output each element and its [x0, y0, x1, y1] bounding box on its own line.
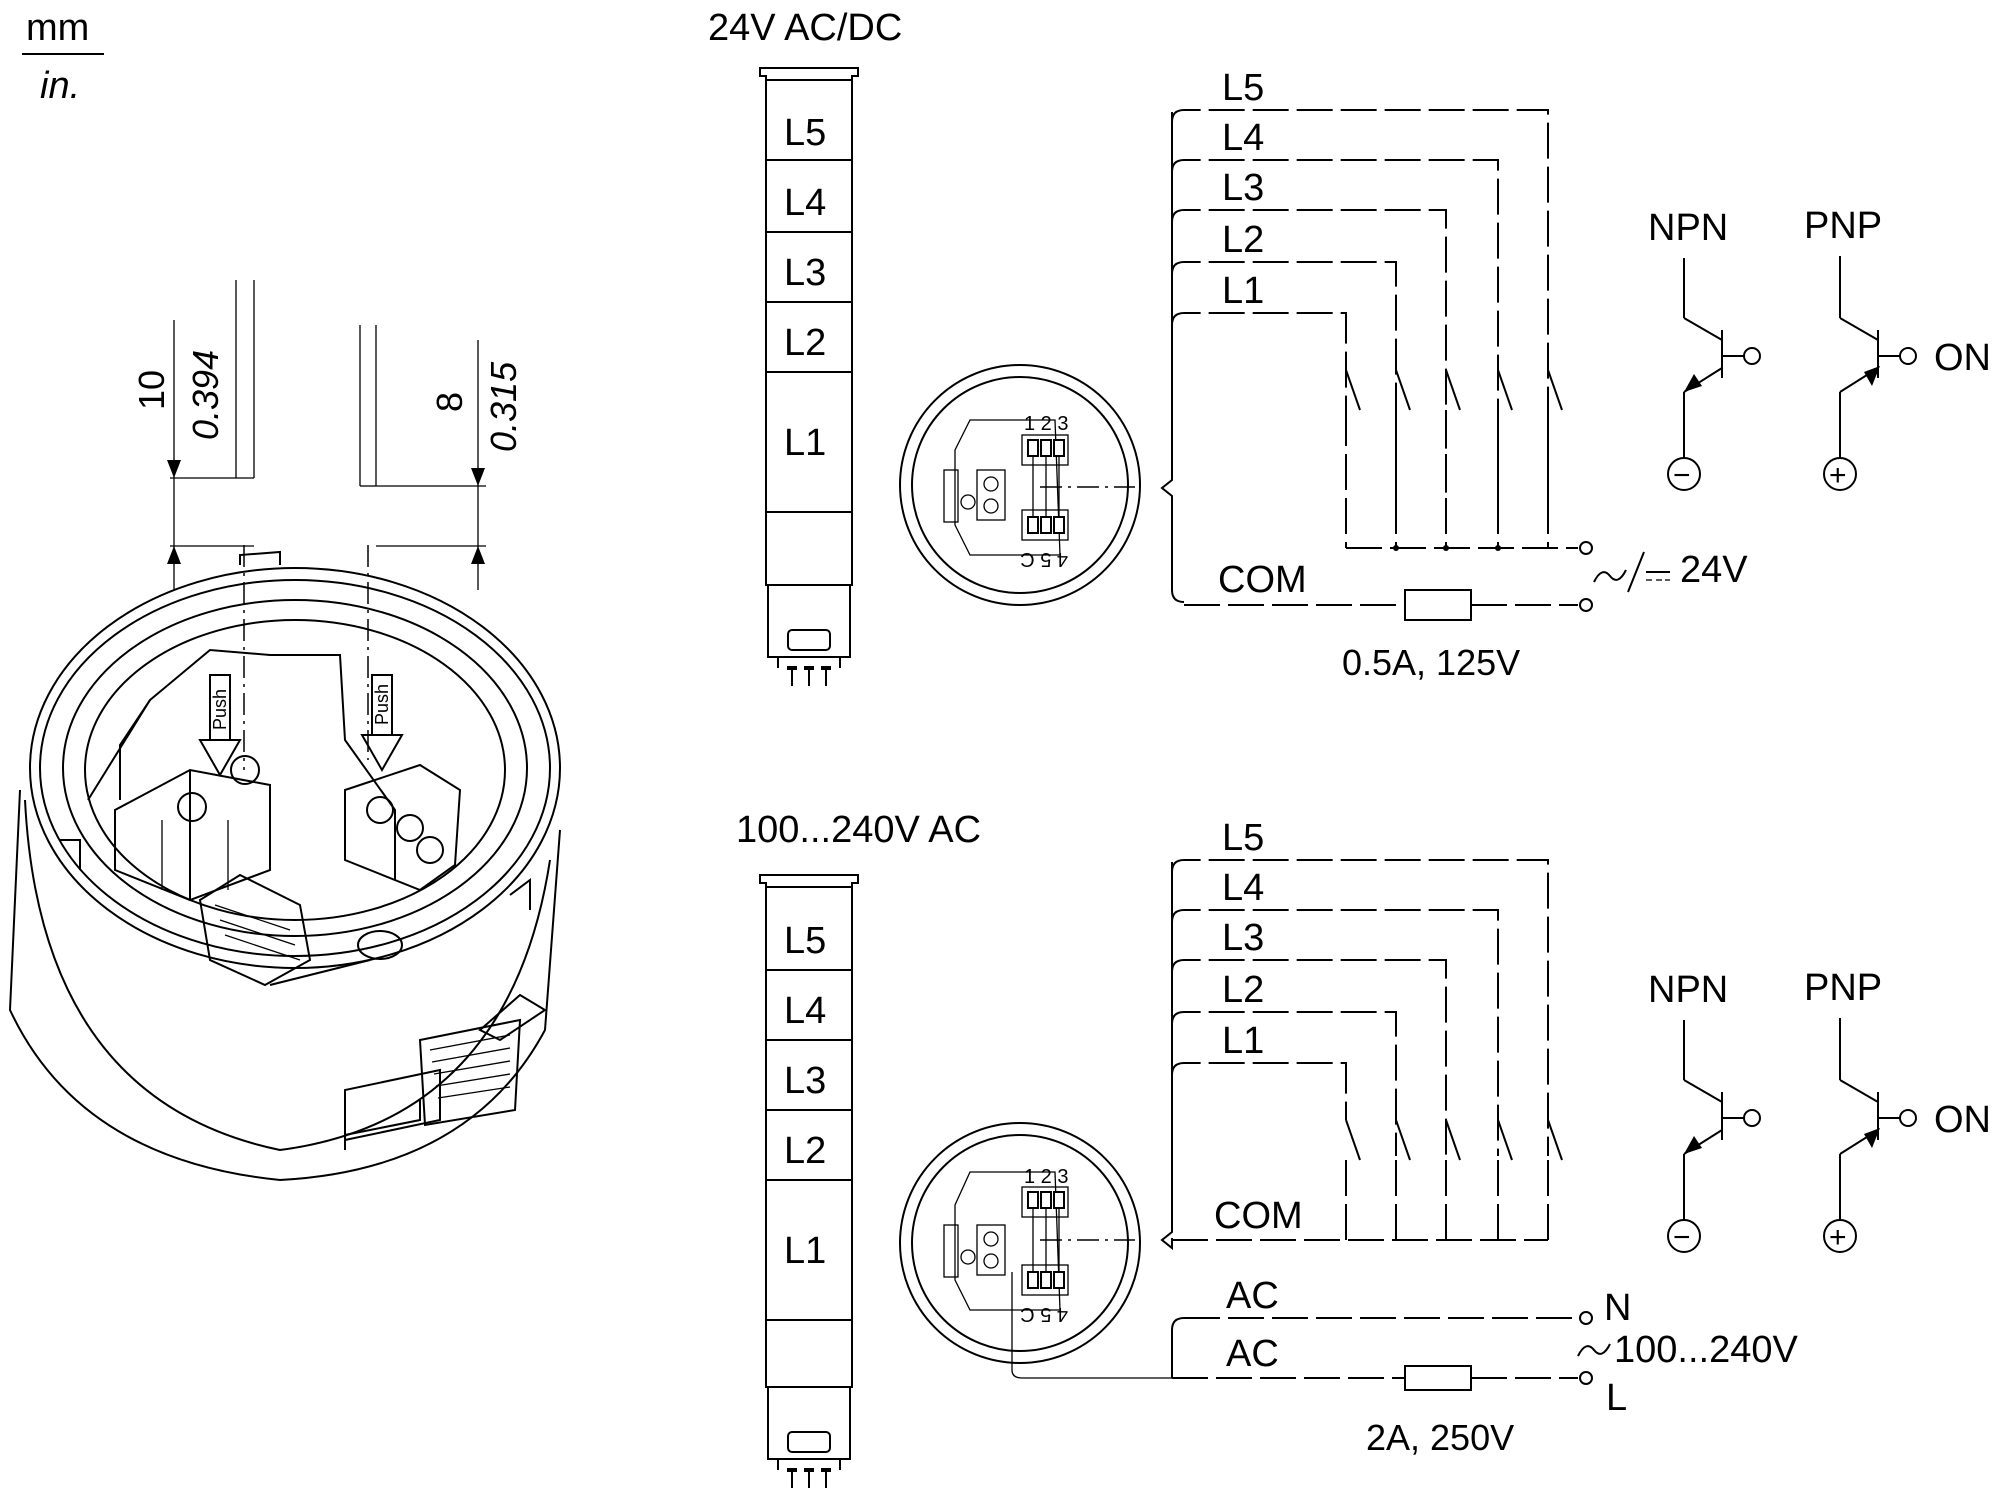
tower-ac-layer-l1: L1 [784, 1230, 826, 1272]
pnp-symbol-24v: PNP + ON [1804, 205, 1991, 492]
pnp-symbol-ac: PNP + ON [1804, 967, 1991, 1254]
pnp-ac-plus: + [1829, 1221, 1847, 1254]
tower-ac: L5 L4 L3 L2 L1 [759, 874, 859, 1488]
board-ac-bottom-pins: 4 5 C [1020, 1303, 1068, 1325]
tower-ac-layer-l3: L3 [784, 1060, 826, 1102]
tower-24v-layer-l1: L1 [784, 422, 826, 464]
push-label-left: Push [210, 689, 230, 730]
npn-ac-label: NPN [1648, 969, 1728, 1011]
wire-24v-l4: L4 [1222, 117, 1264, 159]
wire-ac-l3: L3 [1222, 917, 1264, 959]
wire-ac-com: COM [1214, 1195, 1303, 1237]
supply-24v-label: 24V [1680, 549, 1748, 591]
wire-24v-l2: L2 [1222, 219, 1264, 261]
terminal-n-label: N [1604, 1287, 1631, 1329]
wiring-ac: L5 L4 L3 L2 L1 COM AC AC 2A, 250V N L 10… [1171, 817, 1798, 1458]
dim-right-in: 0.315 [483, 361, 524, 452]
push-label-right: Push [372, 684, 392, 725]
section-24v-title: 24V AC/DC [708, 7, 902, 49]
on-ac-label: ON [1934, 1099, 1991, 1141]
tower-ac-layer-l2: L2 [784, 1130, 826, 1172]
tower-ac-layer-l5: L5 [784, 920, 826, 962]
npn-24v-label: NPN [1648, 207, 1728, 249]
wire-24v-l3: L3 [1222, 167, 1264, 209]
tower-24v-layer-l5: L5 [784, 112, 826, 154]
tower-24v-layer-l3: L3 [784, 252, 826, 294]
wiring-24v: L5 L4 L3 L2 L1 COM 0.5A, 125V 24V [1171, 67, 1748, 683]
terminal-board-ac: 1 2 3 4 5 C [899, 1122, 1172, 1379]
tower-24v: L5 L4 L3 L2 L1 [759, 67, 859, 686]
base-unit-drawing: Push Push [8, 545, 561, 1182]
fuse-24v-label: 0.5A, 125V [1342, 642, 1520, 683]
wire-24v-l1: L1 [1222, 270, 1264, 312]
wire-ac-l4: L4 [1222, 867, 1264, 909]
on-24v-label: ON [1934, 337, 1991, 379]
pnp-24v-label: PNP [1804, 205, 1882, 247]
npn-symbol-ac: NPN − [1648, 969, 1761, 1254]
board-ac-top-pins: 1 2 3 [1024, 1166, 1068, 1188]
npn-ac-minus: − [1673, 1221, 1691, 1254]
wire-24v-com: COM [1218, 559, 1307, 601]
section-ac: 100...240V AC L5 L4 L3 L2 L1 [736, 809, 1991, 1488]
wire-ac-l1: L1 [1222, 1020, 1264, 1062]
terminal-board-24v: 1 2 3 4 5 C [899, 364, 1141, 606]
tower-ac-layer-l4: L4 [784, 990, 826, 1032]
terminal-l-label: L [1606, 1377, 1627, 1419]
wire-ac-l5: L5 [1222, 817, 1264, 859]
unit-in: in. [40, 65, 80, 107]
tower-24v-layer-l4: L4 [784, 182, 826, 224]
npn-24v-minus: − [1673, 459, 1691, 492]
pnp-ac-label: PNP [1804, 967, 1882, 1009]
wire-ac-l2: L2 [1222, 969, 1264, 1011]
dim-left-in: 0.394 [185, 350, 226, 440]
pnp-24v-plus: + [1829, 459, 1847, 492]
section-ac-title: 100...240V AC [736, 809, 981, 851]
wire-24v-l5: L5 [1222, 67, 1264, 109]
section-24v: 24V AC/DC L5 L4 L3 L2 L1 [708, 7, 1991, 686]
tower-24v-layer-l2: L2 [784, 322, 826, 364]
supply-ac-label: 100...240V [1614, 1329, 1798, 1371]
npn-symbol-24v: NPN − [1648, 207, 1761, 492]
wire-ac-2: AC [1226, 1333, 1279, 1375]
unit-mm: mm [26, 7, 89, 49]
strip-dimension-right: 8 0.315 [359, 325, 524, 590]
dim-left-mm: 10 [131, 370, 172, 410]
board-24v-top-pins: 1 2 3 [1024, 413, 1068, 435]
wire-ac-1: AC [1226, 1275, 1279, 1317]
fuse-ac-label: 2A, 250V [1366, 1417, 1514, 1458]
units-legend: mm in. [22, 7, 104, 107]
dim-right-mm: 8 [429, 392, 470, 412]
strip-dimension-left: 10 0.394 [131, 280, 255, 590]
board-24v-bottom-pins: 4 5 C [1020, 548, 1068, 570]
